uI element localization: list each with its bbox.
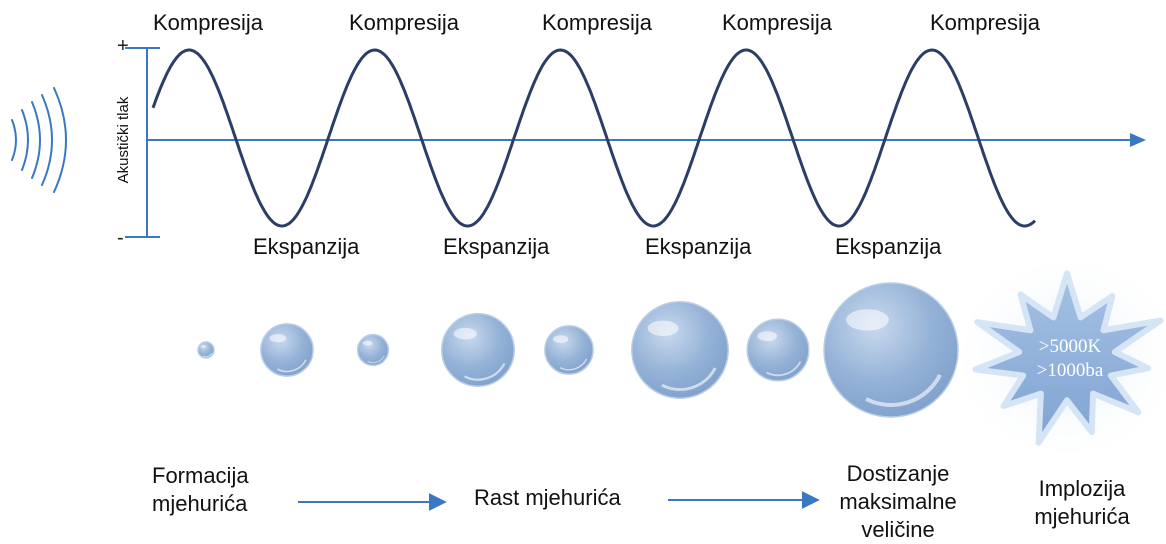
axis-plus-sign: + bbox=[117, 35, 129, 57]
axis-title: Akustički tlak bbox=[115, 96, 132, 184]
stage-formation: Formacija mjehurića bbox=[152, 463, 249, 516]
compression-label: Kompresija bbox=[930, 10, 1041, 35]
stage-max-size: Dostizanje maksimalne veličine bbox=[839, 461, 957, 542]
sine-wave bbox=[151, 48, 1037, 228]
bubble bbox=[197, 341, 215, 359]
compression-label: Kompresija bbox=[153, 10, 264, 35]
compression-label: Kompresija bbox=[349, 10, 460, 35]
bubble bbox=[356, 333, 390, 367]
bubble-sequence bbox=[197, 282, 959, 418]
axis-minus-sign: - bbox=[117, 227, 124, 249]
expansion-label: Ekspanzija bbox=[835, 234, 942, 259]
bubble bbox=[260, 323, 314, 377]
bubble bbox=[746, 318, 810, 382]
stage-growth: Rast mjehurića bbox=[474, 485, 621, 510]
bubble bbox=[823, 282, 959, 418]
sound-waves-icon bbox=[11, 87, 67, 193]
pressure-axis bbox=[125, 47, 160, 238]
implosion-star-icon bbox=[962, 263, 1166, 453]
stage-implosion: Implozija mjehurića bbox=[1034, 476, 1130, 529]
expansion-label: Ekspanzija bbox=[443, 234, 550, 259]
bubble bbox=[631, 301, 729, 399]
expansion-label: Ekspanzija bbox=[645, 234, 752, 259]
time-axis-arrowhead bbox=[1130, 133, 1146, 147]
implosion-temperature: >5000K bbox=[1038, 336, 1102, 357]
compression-label: Kompresija bbox=[722, 10, 833, 35]
expansion-label: Ekspanzija bbox=[253, 234, 360, 259]
bubble bbox=[441, 313, 515, 387]
compression-label: Kompresija bbox=[542, 10, 653, 35]
implosion-pressure: >1000ba bbox=[1036, 360, 1104, 381]
bubble bbox=[544, 325, 594, 375]
